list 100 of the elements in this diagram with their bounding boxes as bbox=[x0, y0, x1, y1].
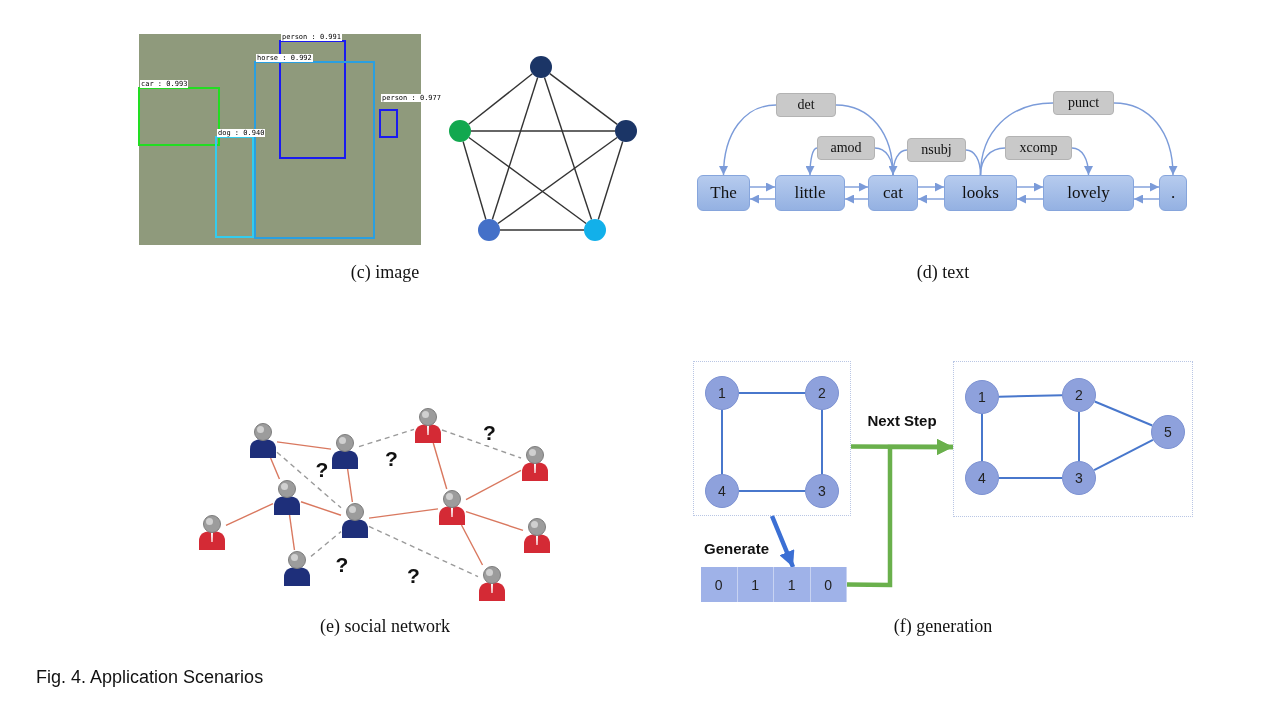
connector-line bbox=[998, 394, 1063, 398]
connector-line bbox=[276, 441, 332, 450]
graph-node: 2 bbox=[1062, 378, 1096, 412]
arrow bbox=[1016, 182, 1044, 192]
graph-node bbox=[615, 120, 637, 142]
connector-line bbox=[543, 76, 593, 221]
word-box: The bbox=[697, 175, 750, 211]
graph-node: 4 bbox=[965, 461, 999, 495]
arrow bbox=[917, 182, 945, 192]
word-box: cat bbox=[868, 175, 918, 211]
connector-line bbox=[462, 140, 487, 221]
person-icon bbox=[249, 422, 277, 458]
graph-panel bbox=[953, 361, 1193, 517]
arrow bbox=[749, 194, 776, 204]
graph-node: 3 bbox=[1062, 461, 1096, 495]
graph-node: 1 bbox=[965, 380, 999, 414]
connector-line bbox=[491, 76, 539, 221]
word-box: looks bbox=[944, 175, 1017, 211]
panel-caption: (c) image bbox=[350, 261, 420, 283]
dashed-link bbox=[310, 530, 342, 558]
array-cell: 0 bbox=[701, 567, 738, 602]
connector-line bbox=[499, 229, 585, 231]
graph-node: 4 bbox=[705, 474, 739, 508]
graph-node: 1 bbox=[705, 376, 739, 410]
arrow bbox=[805, 147, 818, 176]
dashed-link bbox=[368, 525, 479, 578]
word-box: little bbox=[775, 175, 845, 211]
word-box: lovely bbox=[1043, 175, 1134, 211]
connector-line bbox=[821, 409, 823, 475]
person-icon bbox=[414, 407, 442, 443]
connector-line bbox=[738, 490, 806, 492]
graph-node: 2 bbox=[805, 376, 839, 410]
connector-line bbox=[225, 502, 274, 527]
panel-caption: (e) social network bbox=[320, 615, 450, 637]
arrow bbox=[846, 439, 953, 588]
connector-line bbox=[288, 514, 296, 551]
connector-line bbox=[346, 468, 354, 503]
arrow bbox=[917, 194, 945, 204]
person-icon bbox=[283, 550, 311, 586]
connector-line bbox=[597, 140, 624, 221]
connector-line bbox=[368, 508, 439, 519]
arrow bbox=[888, 149, 908, 176]
arrow bbox=[1133, 194, 1160, 204]
graph-node bbox=[584, 219, 606, 241]
graph-node: 3 bbox=[805, 474, 839, 508]
bit-array bbox=[701, 567, 847, 602]
arrow bbox=[1071, 147, 1093, 176]
connector-line bbox=[468, 136, 587, 225]
graph-panel bbox=[693, 361, 851, 516]
array-cell: 1 bbox=[737, 567, 774, 602]
arrow bbox=[1133, 182, 1160, 192]
person-icon bbox=[521, 445, 549, 481]
figure-caption: Fig. 4. Application Scenarios bbox=[36, 667, 264, 688]
person-icon bbox=[198, 514, 226, 550]
panel-caption: (d) text bbox=[916, 261, 970, 283]
connector-line bbox=[432, 442, 448, 490]
connector-line bbox=[549, 72, 618, 126]
arrow bbox=[844, 194, 869, 204]
graph-node bbox=[449, 120, 471, 142]
dashed-link bbox=[276, 451, 342, 509]
connector-line bbox=[998, 477, 1063, 479]
connector-line bbox=[497, 136, 618, 225]
connector-line bbox=[1093, 438, 1154, 472]
connector-line bbox=[1078, 411, 1080, 462]
connector-line bbox=[460, 524, 484, 566]
array-cell: 1 bbox=[774, 567, 811, 602]
connector-line bbox=[300, 501, 342, 516]
graph-node bbox=[530, 56, 552, 78]
connector-line bbox=[467, 73, 534, 125]
person-icon bbox=[273, 479, 301, 515]
connector-line bbox=[721, 409, 723, 475]
person-icon bbox=[478, 565, 506, 601]
array-cell: 0 bbox=[810, 567, 847, 602]
relation-label: amod bbox=[817, 136, 875, 160]
relation-label: xcomp bbox=[1005, 136, 1072, 160]
person-icon bbox=[438, 489, 466, 525]
person-icon bbox=[341, 502, 369, 538]
connector-line bbox=[738, 392, 806, 394]
relation-label: nsubj bbox=[907, 138, 966, 162]
connector-line bbox=[981, 413, 983, 462]
connector-line bbox=[465, 469, 522, 501]
person-icon bbox=[523, 517, 551, 553]
arrow bbox=[769, 515, 796, 568]
arrow bbox=[1016, 194, 1044, 204]
word-box: . bbox=[1159, 175, 1187, 211]
dashed-link bbox=[358, 428, 415, 448]
person-icon bbox=[331, 433, 359, 469]
arrow bbox=[844, 182, 869, 192]
relation-label: punct bbox=[1053, 91, 1114, 115]
panel-caption: (f) generation bbox=[893, 615, 993, 637]
dashed-link bbox=[441, 429, 522, 459]
arrow bbox=[1113, 102, 1178, 176]
connector-line bbox=[979, 102, 1054, 176]
relation-label: det bbox=[776, 93, 836, 117]
connector-line bbox=[465, 510, 524, 532]
connector-line bbox=[1093, 400, 1154, 427]
graph-node bbox=[478, 219, 500, 241]
connector-line bbox=[269, 457, 281, 480]
connector-line bbox=[470, 130, 616, 132]
arrow bbox=[749, 182, 776, 192]
